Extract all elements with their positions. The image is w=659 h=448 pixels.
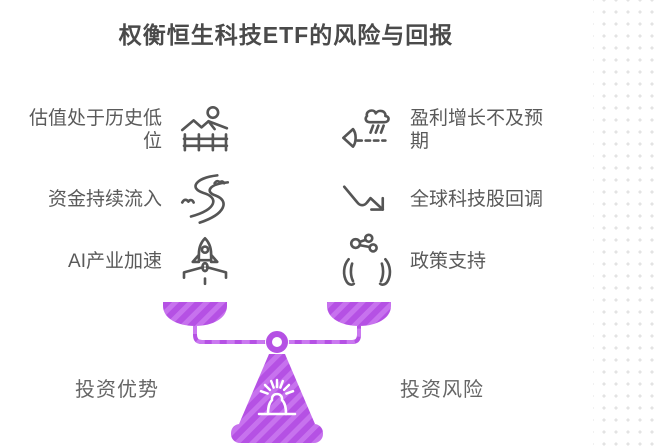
storm-wind-icon [338,101,396,159]
advantage-item-label: 估值处于历史低位 [28,108,162,152]
bulb-icon [257,378,297,416]
valley-low-icon [176,101,234,159]
downtrend-arrow-icon [338,170,396,228]
balance-scale-graphic [163,302,391,443]
page-title: 权衡恒生科技ETF的风险与回报 [118,22,454,48]
advantage-item-ai: AI产业加速 [26,230,234,292]
risks-label: 投资风险 [400,379,484,401]
risk-item-pullback: 全球科技股回调 [338,168,582,230]
hands-support-icon [338,232,396,290]
scale-left-pan [163,302,227,326]
river-inflow-icon [176,170,234,228]
advantage-item-valuation: 估值处于历史低位 [26,98,234,162]
risk-item-policy: 政策支持 [338,230,582,292]
rocket-launch-icon [176,232,234,290]
advantage-item-label: 资金持续流入 [47,188,162,210]
scale-right-pan [327,302,391,326]
advantage-item-inflow: 资金持续流入 [26,168,234,230]
risk-item-label: 盈利增长不及预期 [410,108,544,152]
advantage-item-label: AI产业加速 [68,250,162,272]
scale-pivot-ring [266,331,288,353]
scale-base [231,424,323,443]
risk-item-earnings: 盈利增长不及预期 [338,98,582,162]
scale-pedestal [239,354,315,424]
risk-item-label: 全球科技股回调 [410,188,544,210]
advantages-label: 投资优势 [75,379,159,401]
risk-item-label: 政策支持 [410,250,487,272]
dot-pattern-strip [593,0,659,448]
